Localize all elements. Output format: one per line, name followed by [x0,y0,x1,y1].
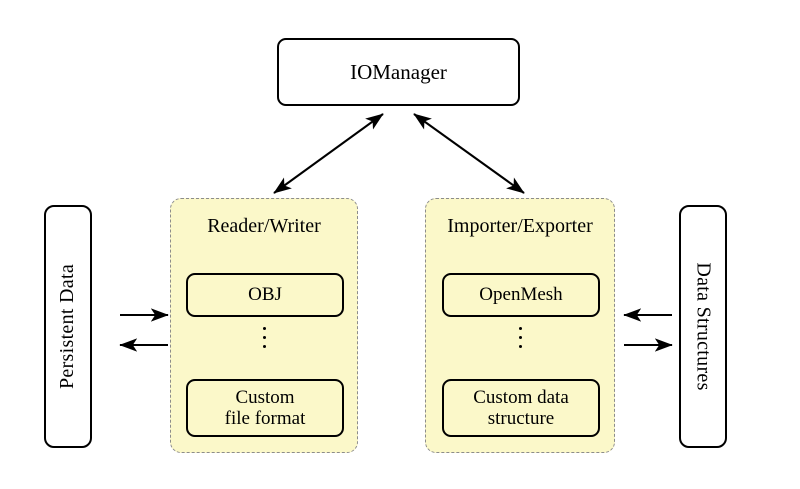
group-reader-writer-title: Reader/Writer [207,215,321,237]
persistent-data-label: Persistent Data [56,263,79,390]
leaf-box-obj-label: OBJ [248,284,282,306]
iomanager-label: IOManager [350,59,447,84]
arrow-iomanager-reader-writer [273,113,384,194]
leaf-box-openmesh[interactable]: OpenMesh [442,273,600,317]
leaf-box-custom-file-format[interactable]: Custom file format [186,379,344,437]
leaf-box-openmesh-label: OpenMesh [479,284,563,306]
leaf-box-obj[interactable]: OBJ [186,273,344,317]
data-structures-label: Data Structures [692,262,715,391]
leaf-box-custom-data-structure-label-line1: Custom data [473,386,569,408]
data-structures-node[interactable]: Data Structures [679,205,727,448]
group-importer-exporter-title: Importer/Exporter [447,215,593,237]
iomanager-node[interactable]: IOManager [277,38,520,106]
persistent-data-node[interactable]: Persistent Data [44,205,92,448]
leaf-box-custom-file-format-label-line2: file format [224,408,306,429]
arrow-iomanager-importer-exporter [413,113,525,194]
group-importer-exporter[interactable]: Importer/Exporter OpenMesh Custom data s… [425,198,615,453]
ellipsis-importer-exporter [426,327,614,348]
group-reader-writer[interactable]: Reader/Writer OBJ Custom file format [170,198,358,453]
leaf-box-custom-data-structure[interactable]: Custom data structure [442,379,600,437]
leaf-box-custom-data-structure-label-line2: structure [487,408,555,429]
leaf-box-custom-file-format-label-line1: Custom [235,386,295,408]
ellipsis-reader-writer [171,327,357,348]
